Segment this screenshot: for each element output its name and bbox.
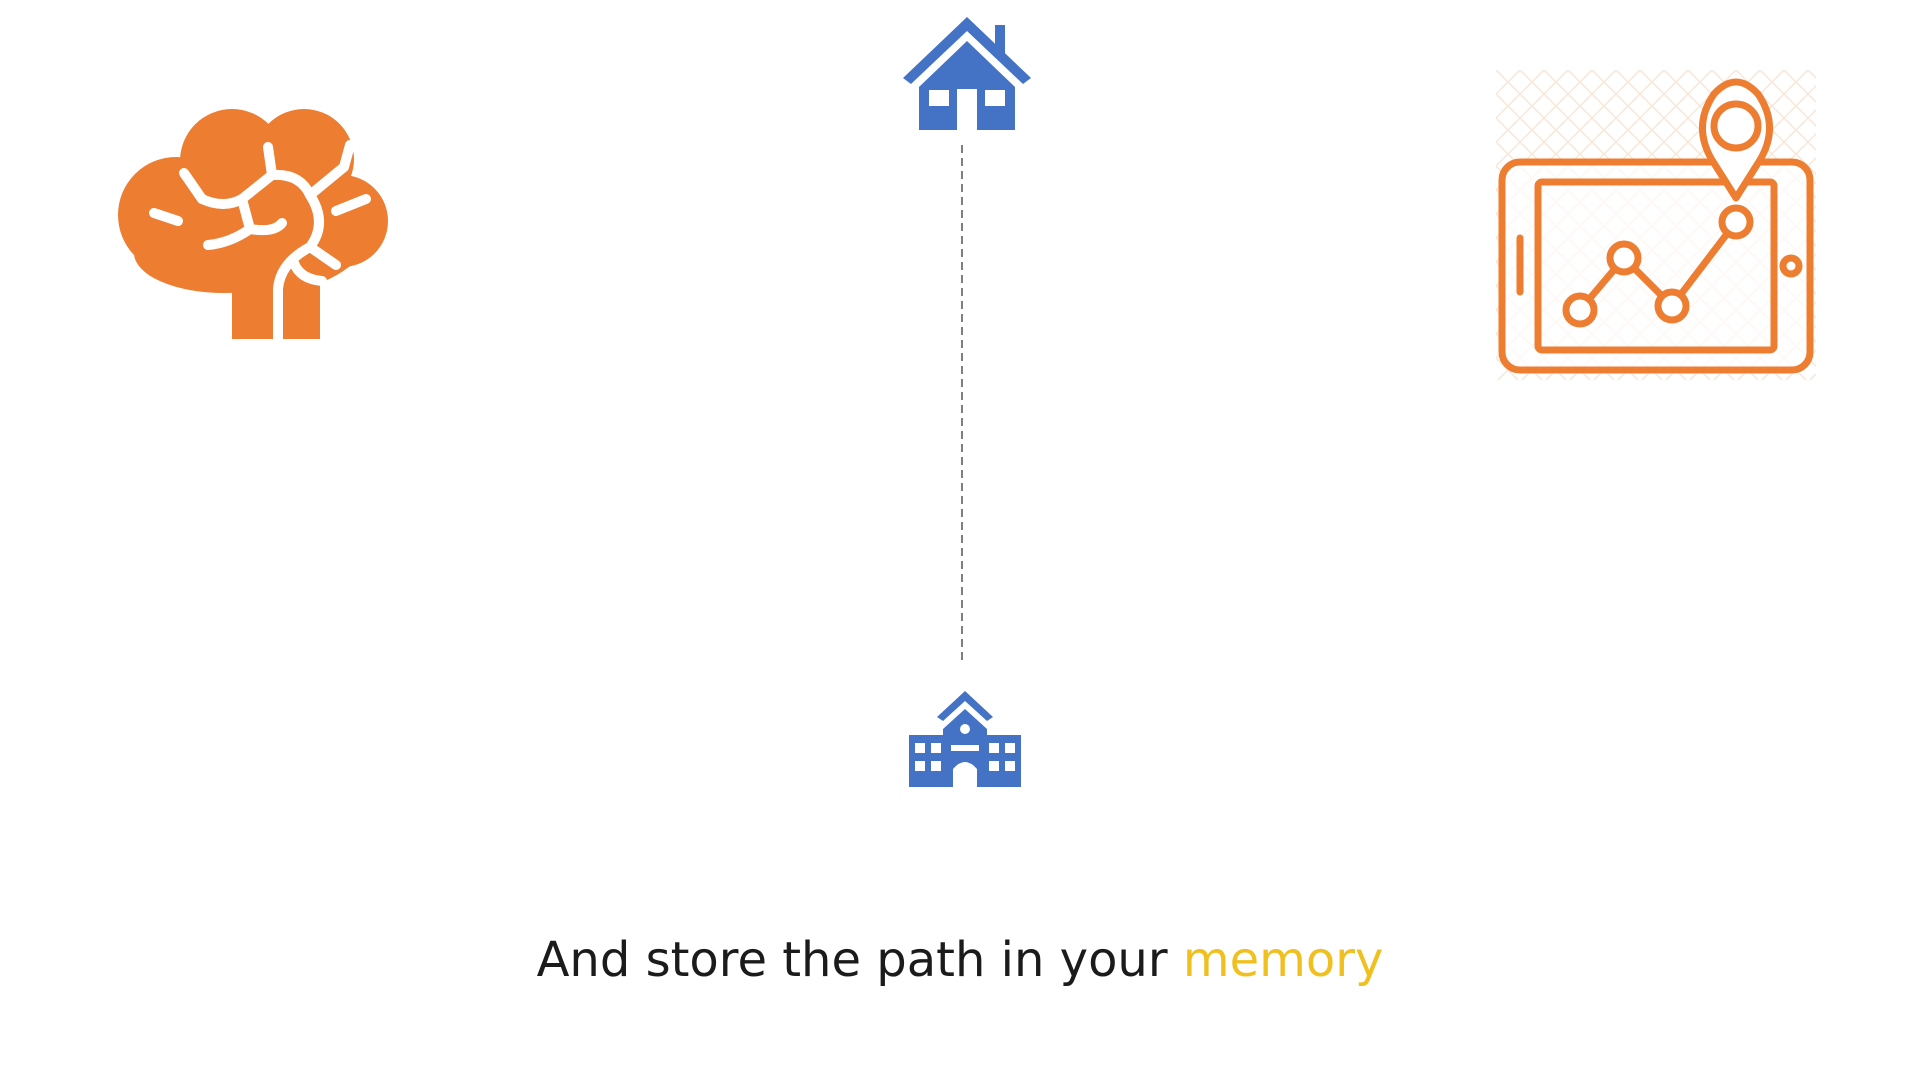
caption-highlight: memory: [1182, 932, 1384, 988]
path-line: [961, 145, 963, 665]
caption-text: And store the path in your: [536, 932, 1168, 988]
phone-map-route-icon: [1496, 70, 1816, 380]
caption: And store the path in your memory: [0, 928, 1920, 992]
school-icon: [909, 691, 1021, 787]
house-icon: [903, 17, 1031, 130]
brain-icon: [118, 109, 388, 339]
